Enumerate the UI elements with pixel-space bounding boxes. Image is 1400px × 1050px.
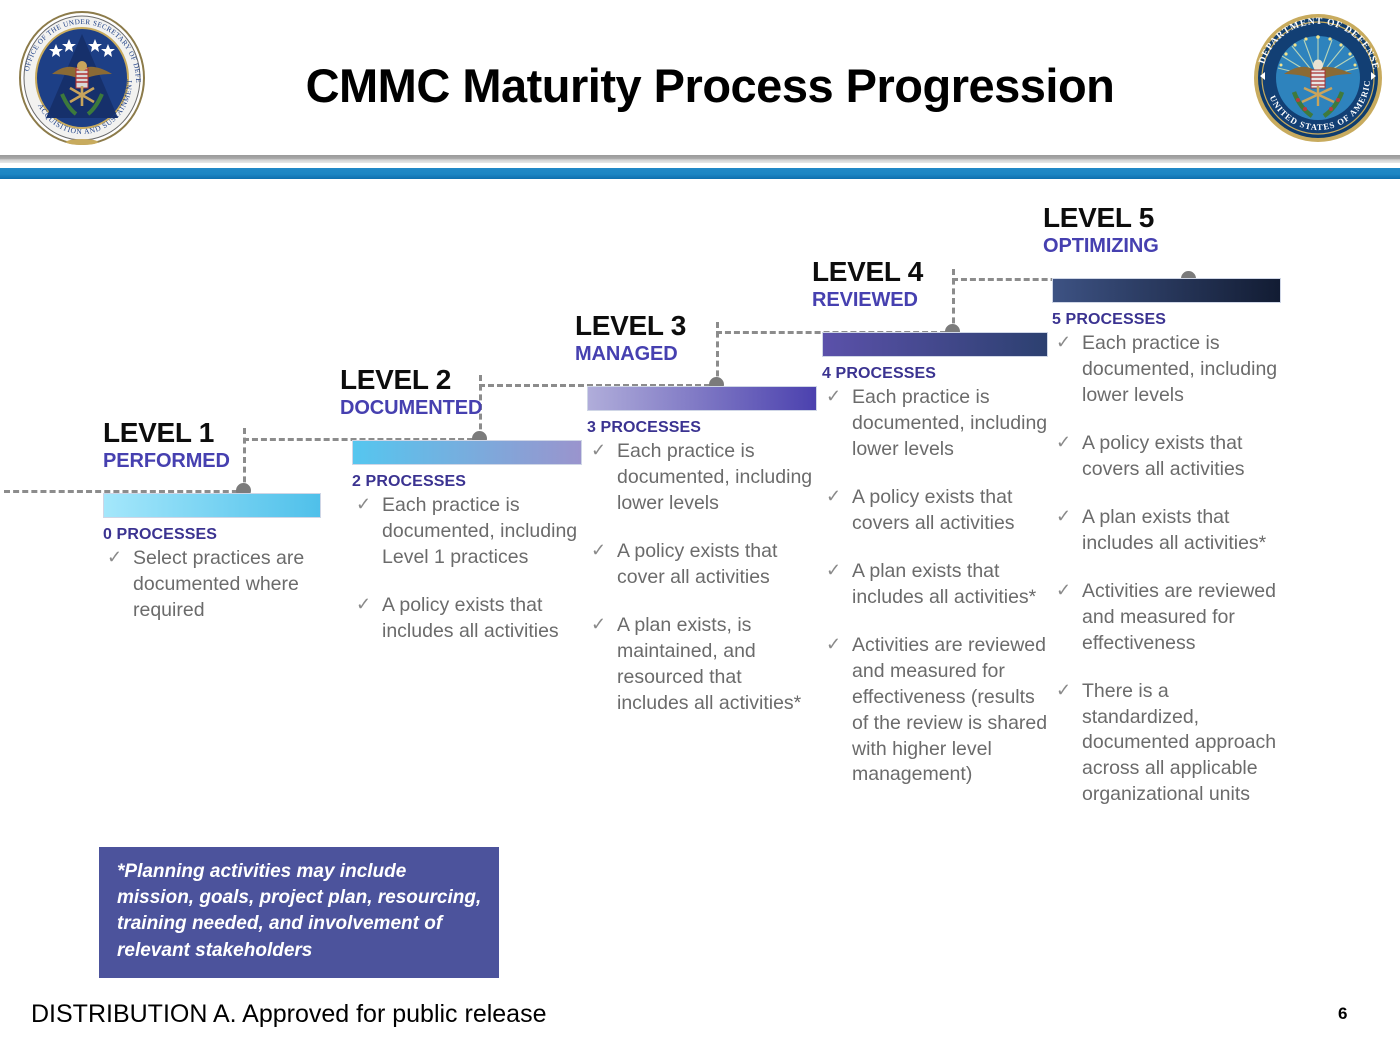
level-5-process-count: 5 PROCESSES	[1052, 311, 1167, 329]
check-icon: ✓	[107, 547, 123, 568]
connector-riser-level2	[243, 428, 246, 492]
connector-riser-level5	[952, 269, 955, 333]
level-4-title: LEVEL 4	[812, 256, 923, 287]
check-icon: ✓	[1056, 506, 1072, 526]
level-5-title: LEVEL 5	[1043, 202, 1154, 233]
connector-riser-level4	[716, 322, 719, 386]
connector-riser-level3	[479, 375, 482, 439]
planning-activities-footnote: *Planning activities may include mission…	[99, 847, 499, 978]
check-icon: ✓	[591, 440, 607, 461]
level-1-bullet-list: ✓Select practices are documented where r…	[103, 546, 333, 624]
level-1-title: LEVEL 1	[103, 417, 214, 448]
list-item: ✓Each practice is documented, including …	[591, 440, 813, 515]
level-3-process-count: 3 PROCESSES	[587, 419, 702, 437]
check-icon: ✓	[1056, 432, 1072, 453]
level-3-bar	[587, 386, 817, 412]
check-icon: ✓	[591, 540, 607, 561]
level-4-bar	[822, 332, 1048, 358]
level-3-bullet-list: ✓Each practice is documented, including …	[587, 439, 815, 716]
level-4-bullet-list: ✓Each practice is documented, including …	[822, 385, 1052, 788]
level-2-bar	[352, 440, 582, 466]
page-title: CMMC Maturity Process Progression	[305, 59, 1115, 112]
page-number: 6	[1338, 1004, 1348, 1023]
level-3-block[interactable]: LEVEL 3 MANAGED 3 PROCESSES ✓Each practi…	[575, 310, 817, 739]
level-4-process-count: 4 PROCESSES	[822, 365, 937, 383]
check-icon: ✓	[826, 560, 842, 580]
list-item: ✓A policy exists that includes all activ…	[356, 594, 559, 643]
level-1-process-count: 0 PROCESSES	[103, 526, 218, 544]
check-icon: ✓	[826, 486, 842, 507]
level-4-subtitle: REVIEWED	[812, 289, 918, 312]
ousd-acquisition-sustainment-seal-icon: OFFICE OF THE UNDER SECRETARY OF DEFENSE…	[12, 8, 145, 145]
list-item: ✓Each practice is documented, including …	[1056, 332, 1278, 407]
check-icon: ✓	[1056, 332, 1072, 353]
list-item: ✓There is a standardized, documented app…	[1056, 679, 1277, 806]
header-divider-blue	[0, 168, 1400, 179]
level-3-title: LEVEL 3	[575, 310, 686, 341]
list-item: ✓A plan exists that includes all activit…	[826, 560, 1037, 608]
list-item: ✓Each practice is documented, including …	[356, 494, 578, 569]
check-icon: ✓	[1056, 579, 1072, 600]
level-2-bullet-list: ✓Each practice is documented, including …	[352, 493, 580, 645]
slide-header: OFFICE OF THE UNDER SECRETARY OF DEFENSE…	[0, 0, 1400, 155]
level-2-subtitle: DOCUMENTED	[340, 397, 483, 420]
check-icon: ✓	[826, 386, 842, 407]
connector-level3-to-level4	[479, 384, 719, 387]
list-item: ✓Select practices are documented where r…	[107, 547, 305, 622]
check-icon: ✓	[356, 594, 372, 615]
header-divider-gray	[0, 155, 1400, 163]
level-2-title: LEVEL 2	[340, 364, 451, 395]
maturity-staircase-diagram: LEVEL 1 PERFORMED 0 PROCESSES ✓Select pr…	[0, 185, 1400, 975]
level-5-subtitle: OPTIMIZING	[1043, 235, 1159, 258]
level-4-block[interactable]: LEVEL 4 REVIEWED 4 PROCESSES ✓Each pract…	[812, 257, 1052, 810]
department-of-defense-seal-icon: DEPARTMENT OF DEFENSE UNITED STATES OF A…	[1248, 8, 1382, 142]
level-1-bar	[103, 493, 321, 519]
level-2-process-count: 2 PROCESSES	[352, 473, 467, 491]
list-item: ✓A policy exists that covers all activit…	[826, 486, 1015, 535]
connector-level1-to-level2	[4, 490, 247, 493]
check-icon: ✓	[591, 614, 607, 634]
level-1-subtitle: PERFORMED	[103, 450, 230, 473]
list-item: ✓A policy exists that covers all activit…	[1056, 432, 1245, 481]
distribution-statement: DISTRIBUTION A. Approved for public rele…	[31, 1000, 547, 1028]
level-2-block[interactable]: LEVEL 2 DOCUMENTED 2 PROCESSES ✓Each pra…	[340, 364, 582, 667]
level-3-subtitle: MANAGED	[575, 343, 678, 366]
connector-level2-to-level3	[243, 438, 482, 441]
level-5-bar	[1052, 278, 1281, 304]
check-icon: ✓	[826, 633, 842, 654]
list-item: ✓Activities are reviewed and measured fo…	[826, 633, 1048, 786]
level-1-block[interactable]: LEVEL 1 PERFORMED 0 PROCESSES ✓Select pr…	[103, 418, 333, 646]
list-item: ✓A policy exists that cover all activiti…	[591, 540, 778, 589]
level-5-block[interactable]: LEVEL 5 OPTIMIZING 5 PROCESSES ✓Each pra…	[1043, 203, 1288, 830]
check-icon: ✓	[356, 494, 372, 515]
check-icon: ✓	[1056, 679, 1072, 700]
level-5-bullet-list: ✓Each practice is documented, including …	[1052, 331, 1288, 808]
list-item: ✓Each practice is documented, including …	[826, 386, 1048, 461]
list-item: ✓A plan exists that includes all activit…	[1056, 506, 1267, 554]
list-item: ✓Activities are reviewed and measured fo…	[1056, 579, 1276, 654]
list-item: ✓A plan exists, is maintained, and resou…	[591, 614, 802, 714]
